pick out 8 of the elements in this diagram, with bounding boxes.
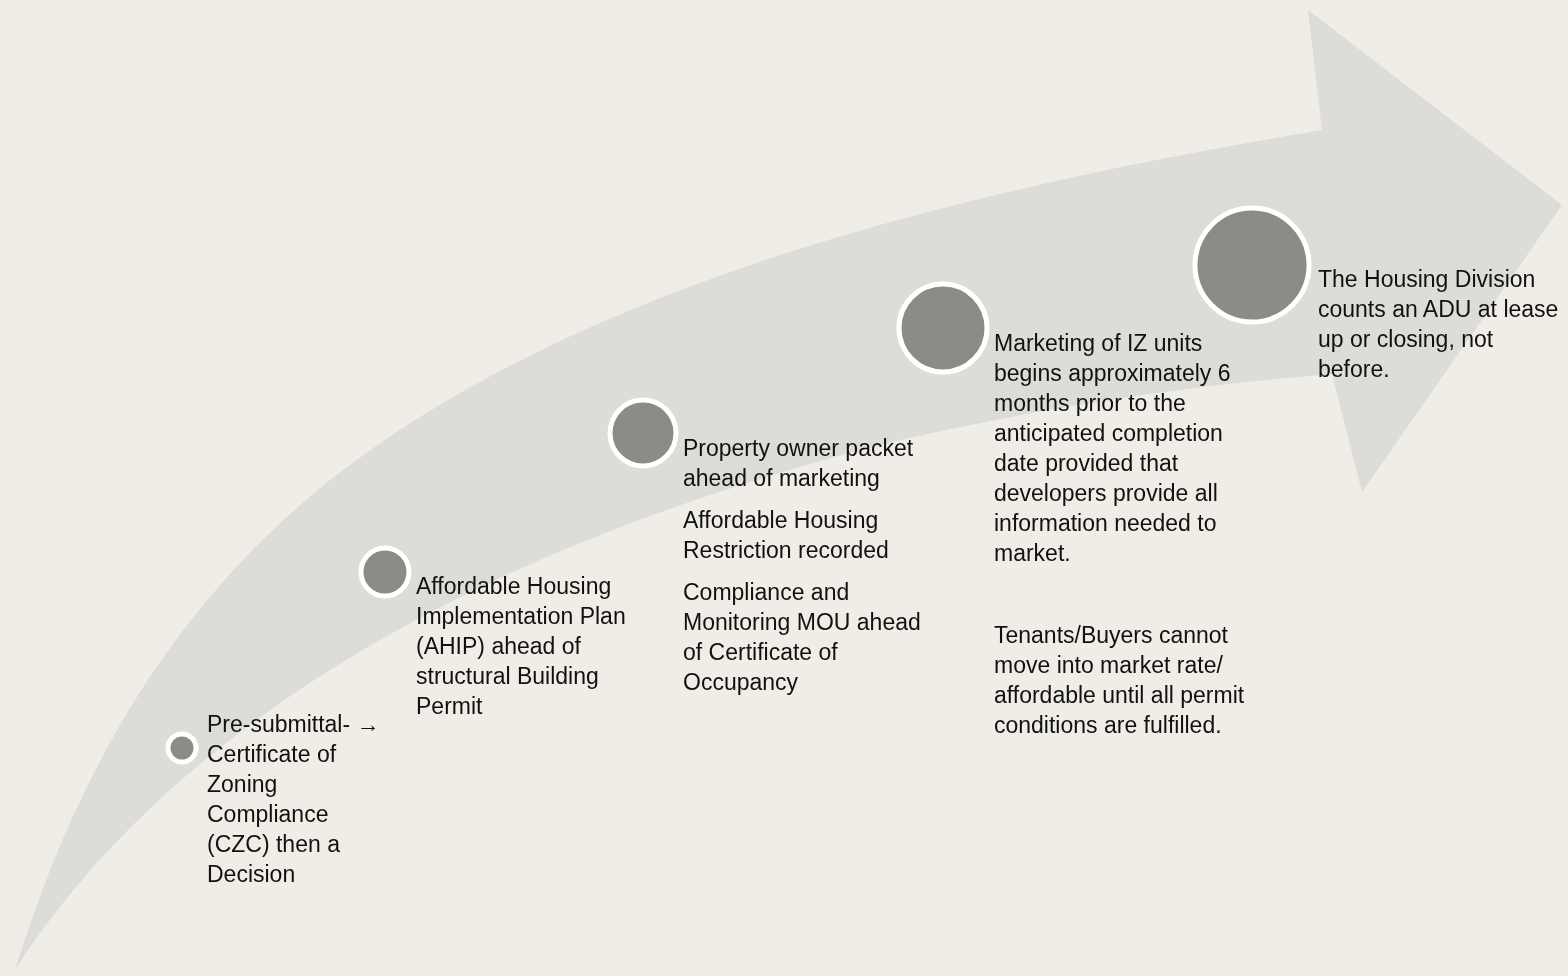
step-description: The Housing Division counts an ADU at lease up or closing, not before.: [1318, 265, 1560, 384]
step-description: Marketing of IZ units begins approximately 6 months prior to the anticipated completion date provided that developers provide all information needed to market.: [994, 329, 1232, 568]
step-description: Affordable Housing Restriction recorded: [683, 506, 890, 565]
step-description: Tenants/Buyers cannot move into market rate/ affordable until all permit conditions are fulfilled.: [994, 621, 1246, 740]
step-description: Pre-submittal- → Certificate of Zoning Compliance (CZC) then a Decision: [207, 710, 381, 889]
step-description: Affordable Housing Implementation Plan (AHIP) ahead of structural Building Permit: [416, 572, 627, 721]
step-description: Property owner packet ahead of marketing: [683, 434, 915, 493]
step-description: Compliance and Monitoring MOU ahead of Certificate of Occupancy: [683, 578, 922, 697]
